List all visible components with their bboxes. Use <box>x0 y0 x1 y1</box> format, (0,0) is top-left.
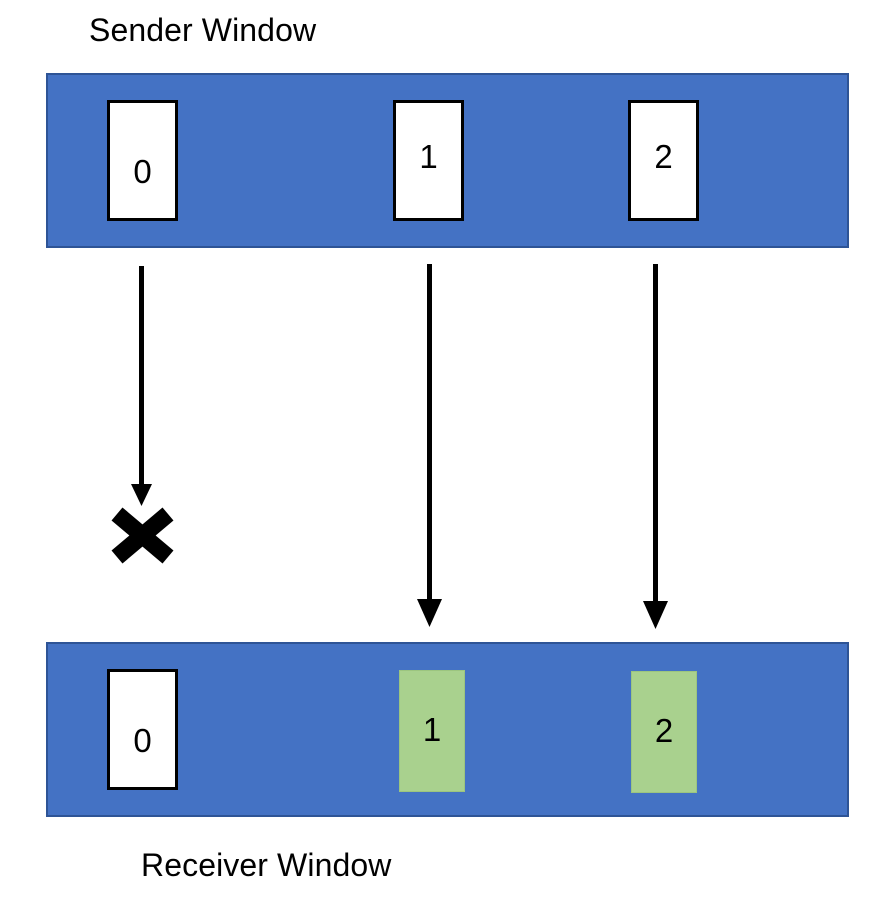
receiver-frame-label-2: 2 <box>654 711 674 749</box>
packet-loss-x-icon <box>111 507 174 564</box>
receiver-frame-slot-0: 0 <box>107 669 178 790</box>
sender-frame-label-2: 2 <box>654 138 673 175</box>
sender-frame-slot-0: 0 <box>107 100 178 221</box>
receiver-frame-slot-2: 2 <box>631 671 697 793</box>
receiver-frame-label-0: 0 <box>133 722 152 759</box>
sender-frame-label-0: 0 <box>133 153 152 190</box>
sender-frame-label-1: 1 <box>419 138 438 175</box>
transmission-arrow-frame-0 <box>131 266 152 506</box>
sender-frame-slot-2: 2 <box>628 100 699 221</box>
receiver-window-label: Receiver Window <box>141 847 392 883</box>
receiver-frame-slot-1: 1 <box>399 670 465 792</box>
sender-window-label: Sender Window <box>89 12 317 48</box>
transmission-arrow-frame-1 <box>417 264 442 627</box>
transmission-arrow-frame-2 <box>643 264 668 629</box>
sender-frame-slot-1: 1 <box>393 100 464 221</box>
receiver-frame-label-1: 1 <box>422 710 442 748</box>
